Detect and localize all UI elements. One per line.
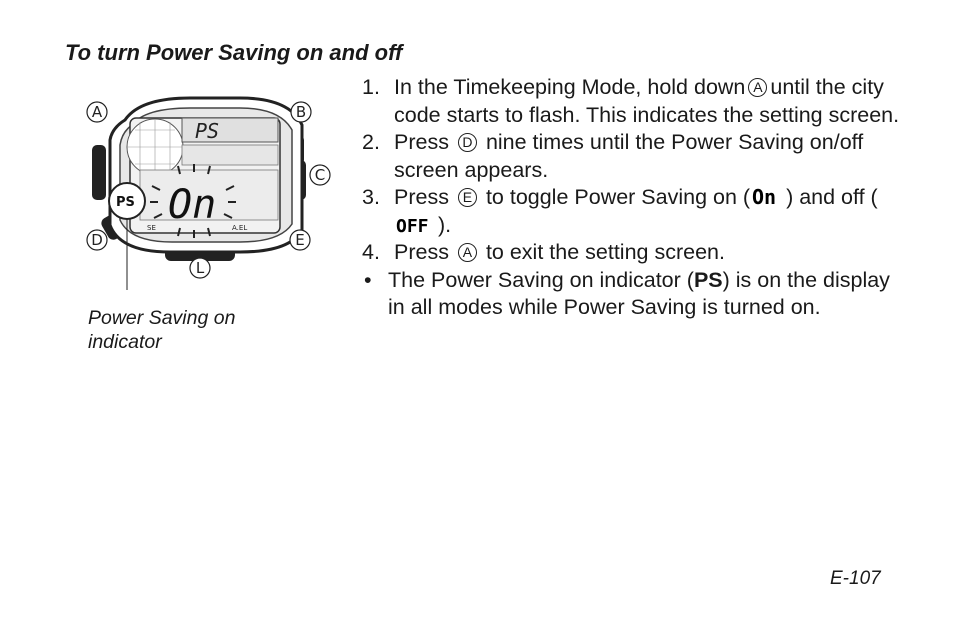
step-text-part: until the city code starts to flash. Thi… [394, 75, 900, 127]
label-l-circle [189, 257, 211, 279]
button-a-body [92, 145, 106, 200]
label-c-circle [309, 164, 331, 186]
step-text-part: ). [438, 212, 452, 237]
segment-on-text: On [752, 186, 776, 208]
watch-illustration: PS On SE A.EL PS A B C D E L [86, 96, 331, 290]
step-text-part: to toggle Power Saving on ( [485, 185, 751, 209]
label-b-circle [290, 101, 312, 123]
bezel-label-right: A.EL [232, 224, 247, 232]
bullet-icon: • [364, 267, 372, 292]
button-a-icon: A [748, 78, 768, 97]
label-a-circle [86, 101, 108, 123]
step-text-part: to exit the setting screen. [485, 240, 725, 264]
caption-line-2: indicator [88, 331, 162, 353]
ps-badge-text: PS [116, 195, 135, 210]
label-d-circle [86, 229, 108, 251]
step-text-part: In the Timekeeping Mode, hold down [394, 75, 746, 99]
bullet-text-part: The Power Saving on indicator ( [388, 267, 694, 292]
bezel-label-left: SE [147, 224, 156, 232]
page-number: E-107 [830, 568, 881, 589]
bullet-text: The Power Saving on indicator (PS) is on… [388, 267, 902, 322]
button-a-icon: A [457, 243, 477, 262]
step-text-part: ) and off ( [786, 185, 878, 209]
lcd-top-text: PS [195, 119, 219, 143]
step-number: 2. [362, 130, 380, 154]
figure-caption: Power Saving on indicator [88, 306, 235, 354]
button-e-icon: E [457, 188, 477, 207]
step-4: 4. Press A to exit the setting screen. [362, 239, 902, 267]
step-3: 3. Press E to toggle Power Saving on (On… [362, 184, 902, 239]
step-text-part: Press [394, 130, 449, 154]
step-number: 3. [362, 185, 380, 209]
step-text-part: Press [394, 185, 449, 209]
button-d-icon: D [457, 133, 477, 152]
label-d: D [91, 231, 103, 249]
label-b: B [296, 103, 306, 121]
ps-indicator-label: PS [693, 267, 723, 292]
page-title: To turn Power Saving on and off [65, 40, 403, 65]
segment-off-icon: OFF [396, 216, 429, 236]
lcd-main-text: On [168, 182, 216, 228]
lcd-top-area [181, 117, 279, 143]
lcd-mid-area [181, 144, 279, 166]
step-text: Press D nine times until the Power Savin… [394, 129, 902, 184]
step-text-part: nine times until the Power Saving on/off… [394, 130, 864, 182]
label-l: L [196, 259, 205, 277]
step-number: 1. [362, 75, 380, 99]
label-e: E [295, 231, 304, 249]
flash-rays [150, 164, 236, 238]
caption-line-1: Power Saving on [88, 307, 236, 329]
step-2: 2. Press D nine times until the Power Sa… [362, 129, 902, 184]
step-text: Press A to exit the setting screen. [394, 239, 902, 267]
lcd-main-area [139, 169, 279, 221]
step-text-part: Press [394, 240, 449, 264]
label-a: A [92, 103, 103, 121]
step-number: 4. [362, 240, 380, 264]
bullet-text-part: ) is on the display in all modes while P… [388, 267, 890, 320]
bullet-note: • The Power Saving on indicator (PS) is … [362, 267, 902, 322]
segment-off-text: OFF [396, 216, 429, 236]
label-e-circle [289, 229, 311, 251]
step-text: Press E to toggle Power Saving on (On ) a… [394, 184, 902, 239]
segment-on-icon: On [752, 186, 776, 208]
label-c: C [315, 166, 325, 184]
map-grid [127, 119, 183, 175]
